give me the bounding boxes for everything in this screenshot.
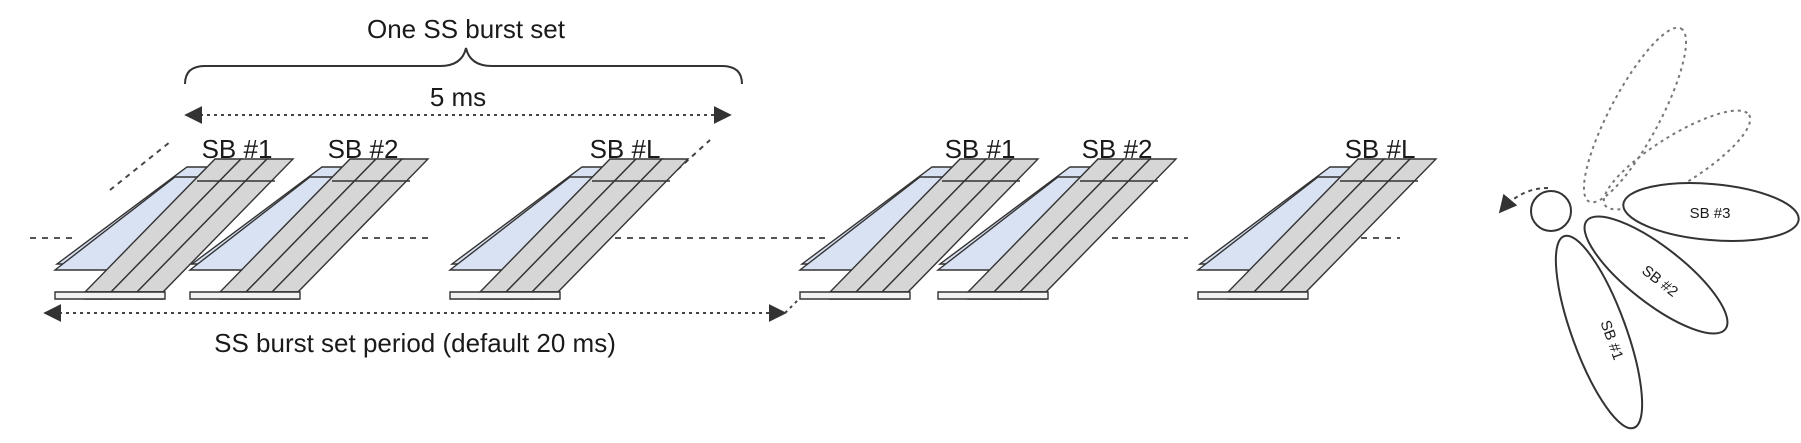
- beam-1: [1554, 234, 1644, 430]
- rotation-arrow: [1498, 187, 1549, 214]
- sweep-beam-upper: [1582, 26, 1688, 204]
- block-label-right-2: SB #2: [1082, 134, 1153, 164]
- block-labels: SB #1 SB #2 SB #L SB #1 SB #2 SB #L: [202, 134, 1416, 164]
- beam-sweep: SB #3 SB #2 SB #1: [1498, 26, 1800, 430]
- block-label-left-l: SB #L: [590, 134, 661, 164]
- block-base: [189, 291, 301, 300]
- block-label-right-1: SB #1: [945, 134, 1016, 164]
- burst-set-title: One SS burst set: [367, 14, 566, 44]
- ss-block-left-1: [52, 158, 295, 300]
- ss-block-right-2: [935, 158, 1178, 300]
- block-base: [937, 291, 1049, 300]
- beam-3: [1622, 182, 1800, 242]
- block-label-right-l: SB #L: [1345, 134, 1416, 164]
- ss-block-left-2: [187, 158, 430, 300]
- ss-block-right-1: [797, 158, 1040, 300]
- block-base: [449, 291, 561, 300]
- sweep-beam-lower: [1602, 109, 1752, 211]
- period-end-guide: [784, 297, 801, 314]
- burst-start-guide: [109, 141, 171, 191]
- burst-set-brace: [184, 47, 743, 85]
- block-label-left-1: SB #1: [202, 134, 273, 164]
- period-label: SS burst set period (default 20 ms): [214, 328, 616, 358]
- block-base: [1197, 291, 1309, 300]
- ss-blocks: [52, 158, 1438, 300]
- block-base: [799, 291, 911, 300]
- ss-block-right-l: [1195, 158, 1438, 300]
- block-base: [54, 291, 166, 300]
- block-label-left-2: SB #2: [328, 134, 399, 164]
- ss-block-left-l: [447, 158, 690, 300]
- beam-label-3: SB #3: [1690, 205, 1731, 222]
- beam-2: [1583, 215, 1729, 335]
- five-ms-label: 5 ms: [430, 82, 486, 112]
- transmitter-node: [1530, 190, 1572, 232]
